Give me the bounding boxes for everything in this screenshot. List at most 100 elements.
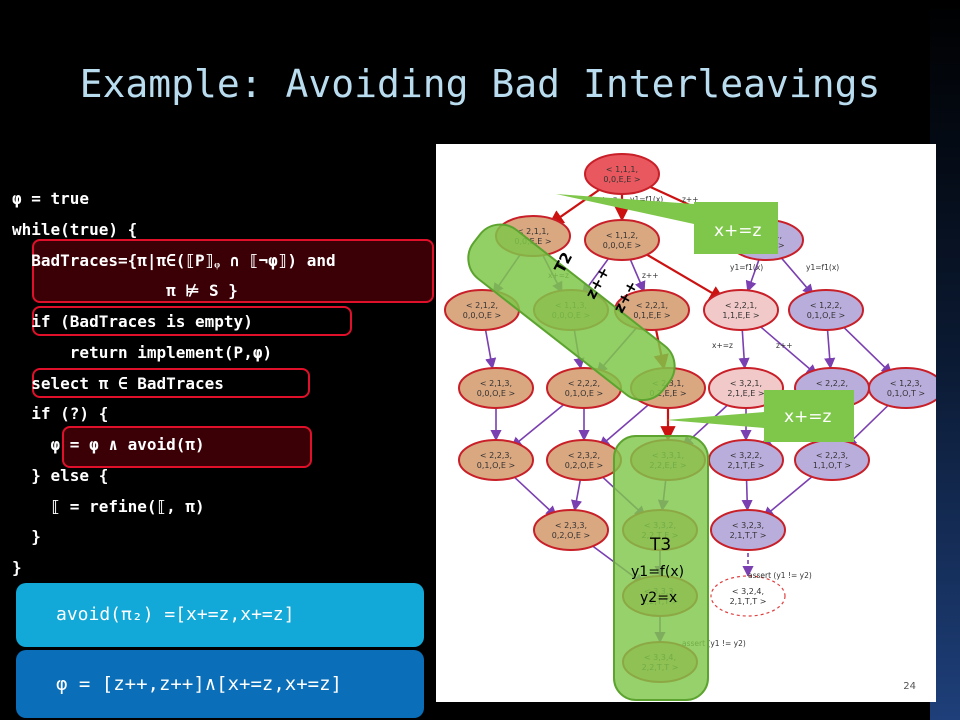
graph-node-label: < 3,2,1,: [730, 379, 762, 388]
graph-node-label: 0,0,O,E >: [463, 311, 501, 320]
graph-node-label: 0,0,E,E >: [514, 237, 551, 246]
empty-check-highlight: [32, 306, 352, 336]
graph-node-label: < 3,2,3,: [732, 521, 764, 530]
t3-op-1: y1=f(x): [631, 564, 684, 580]
graph-node-label: < 2,2,1,: [636, 301, 668, 310]
t2-op-1: z++: [582, 264, 614, 302]
graph-node-label: < 3,2,4,: [732, 587, 764, 596]
graph-node: < 3,2,3,2,1,T,T >: [710, 509, 786, 551]
graph-node-label: 1,1,E,E >: [722, 311, 759, 320]
graph-node-shape: [584, 219, 660, 261]
graph-edge: [738, 325, 750, 370]
bad-traces-highlight: [32, 239, 434, 303]
graph-edge-label: assert (y1 != y2): [748, 571, 812, 580]
graph-edge: [484, 325, 497, 370]
graph-node-label: < 2,2,1,: [725, 301, 757, 310]
graph-node-label: < 1,1,1,: [606, 165, 638, 174]
graph-node: < 2,1,3,0,0,O,E >: [458, 367, 534, 409]
graph-edge-label: z++: [682, 195, 699, 204]
graph-node-label: 0,1,O,E >: [565, 389, 603, 398]
graph-node-shape: [710, 575, 786, 617]
graph-edge: [507, 470, 558, 518]
code-line-3: BadTraces={π|π∈(⟦P⟧ᵩ ∩ ⟦¬φ⟧) and: [12, 251, 336, 270]
graph-node: < 2,2,3,0,1,O,E >: [458, 439, 534, 481]
graph-node-label: 0,1,O,E >: [477, 461, 515, 470]
graph-node-label: < 2,1,3,: [480, 379, 512, 388]
code-line-13: }: [12, 558, 22, 577]
phi-result-box: φ = [z++,z++]∧[x+=z,x+=z]: [16, 650, 424, 718]
graph-node-label: < 2,2,2,: [816, 379, 848, 388]
state-graph-svg: < 1,1,1,0,0,E,E >< 2,1,1,0,0,E,E >< 1,1,…: [444, 153, 944, 701]
graph-edge-label: assert (y1 != y2): [682, 639, 746, 648]
graph-node: < 1,1,1,0,0,E,E >: [584, 153, 660, 195]
code-line-1: φ = true: [12, 189, 90, 208]
code-line-12: }: [12, 527, 41, 546]
slide-title: Example: Avoiding Bad Interleavings: [79, 62, 881, 106]
page-number: 24: [903, 681, 916, 692]
graph-node-shape: [584, 153, 660, 195]
graph-node-label: < 2,3,3,: [555, 521, 587, 530]
graph-node-label: < 2,2,3,: [816, 451, 848, 460]
graph-node-shape: [710, 509, 786, 551]
graph-edge-label: z++: [776, 341, 793, 350]
graph-node-label: 0,0,O,E >: [603, 241, 641, 250]
graph-node: < 2,3,2,0,2,O,E >: [546, 439, 622, 481]
code-line-5: if (BadTraces is empty): [12, 312, 253, 331]
graph-edge: [762, 469, 821, 518]
phi-result-label: φ = [z++,z++]∧[x+=z,x+=z]: [56, 673, 342, 695]
graph-node-shape: [546, 439, 622, 481]
graph-node-label: 0,0,O,E >: [477, 389, 515, 398]
graph-edge: [510, 397, 573, 449]
graph-edge: [635, 247, 726, 301]
code-line-9: φ = φ ∧ avoid(π): [12, 435, 205, 454]
graph-edge: [570, 475, 582, 512]
graph-node-shape: [703, 289, 779, 331]
graph-edge-label: y1=f1(x): [730, 263, 763, 272]
code-line-2: while(true) {: [12, 220, 138, 239]
t3-label: T3: [649, 535, 671, 555]
graph-edge: [836, 320, 893, 375]
graph-node-shape: [788, 289, 864, 331]
avoid-result-box: avoid(π₂) =[x+=z,x+=z]: [16, 583, 424, 647]
code-line-4: π ⊭ S }: [12, 281, 238, 300]
graph-node-label: < 3,2,2,: [730, 451, 762, 460]
t3-op-2: y2=x: [640, 590, 677, 606]
graph-edge: [752, 319, 818, 376]
code-line-10: } else {: [12, 466, 109, 485]
graph-node-label: 0,2,O,E >: [565, 461, 603, 470]
graph-node-shape: [458, 367, 534, 409]
callout-top: x+=z: [556, 194, 778, 254]
graph-node-label: 0,1,E,E >: [633, 311, 670, 320]
graph-node: < 1,2,2,0,1,O,E >: [788, 289, 864, 331]
graph-node-label: < 1,2,2,: [810, 301, 842, 310]
callout-mid-label: x+=z: [784, 407, 832, 427]
code-line-11: ⟦ = refine(⟦, π): [12, 497, 205, 516]
graph-edge: [741, 475, 753, 512]
graph-node: < 3,2,4,2,1,T,T >: [710, 575, 786, 617]
callout-mid: x+=z: [666, 390, 854, 442]
graph-node-shape: [533, 509, 609, 551]
callout-top-label: x+=z: [714, 221, 762, 241]
graph-edge-label: y1=f1(x): [630, 195, 663, 204]
graph-node-label: < 1,2,3,: [890, 379, 922, 388]
graph-node: < 1,2,3,0,1,O,T >: [868, 367, 944, 409]
graph-node-label: 0,0,E,E >: [603, 175, 640, 184]
graph-node: < 2,2,1,1,1,E,E >: [703, 289, 779, 331]
graph-node-label: < 2,2,2,: [568, 379, 600, 388]
graph-node-label: 2,1,E,E >: [727, 389, 764, 398]
graph-node-label: < 2,3,2,: [568, 451, 600, 460]
graph-node-shape: [868, 367, 944, 409]
graph-node: < 3,2,2,2,1,T,E >: [708, 439, 784, 481]
graph-node-label: 0,1,O,T >: [887, 389, 925, 398]
state-graph: < 1,1,1,0,0,E,E >< 2,1,1,0,0,E,E >< 1,1,…: [436, 144, 944, 702]
graph-node: < 2,2,3,1,1,O,T >: [794, 439, 870, 481]
graph-node: < 2,2,1,0,1,E,E >: [614, 289, 690, 331]
graph-node-label: 1,1,O,T >: [813, 461, 851, 470]
graph-edge: [745, 254, 762, 293]
graph-node: < 2,3,3,0,2,O,E >: [533, 509, 609, 551]
graph-edge-label: z++: [642, 271, 659, 280]
graph-node-label: < 2,1,2,: [466, 301, 498, 310]
avoid-result-label: avoid(π₂) =[x+=z,x+=z]: [56, 604, 295, 625]
avoid-highlight: [62, 426, 312, 468]
code-line-6: return implement(P,φ): [12, 343, 273, 362]
